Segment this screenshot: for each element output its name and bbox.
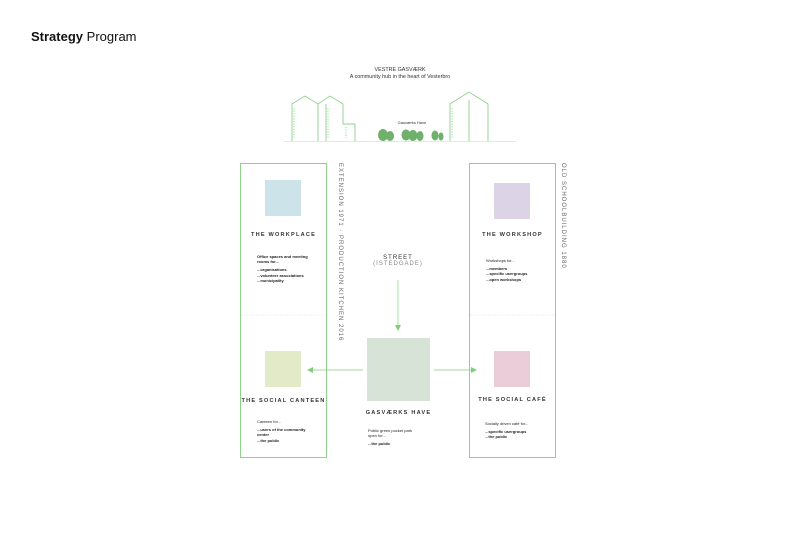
garden-description: Public green pocket park open for... ...… [368, 428, 413, 447]
canteen-description: Canteen for... ...users of the community… [257, 419, 306, 443]
workplace-description: Office spaces and meeting rooms for... .… [257, 254, 308, 283]
street-label: STREET (ISTEDGADE) [368, 255, 428, 267]
workshop-color-square [494, 183, 530, 219]
street-subtitle: (ISTEDGADE) [373, 261, 423, 267]
right-panel [469, 163, 556, 458]
right-building [449, 91, 489, 141]
canteen-title: THE SOCIAL CANTEEN [241, 398, 326, 404]
canteen-color-square [265, 351, 301, 387]
page-title: Strategy Program [31, 29, 137, 44]
workshop-title: THE WORKSHOP [482, 232, 543, 238]
workplace-title: THE WORKPLACE [250, 232, 316, 238]
garden-color-square [367, 338, 430, 401]
street-title: STREET [383, 255, 413, 261]
park-label: Gasværks Have [398, 120, 427, 125]
workplace-color-square [265, 180, 301, 216]
hero-name: VESTRE GASVÆRK [374, 67, 426, 73]
elevation-drawing: Gasværks Have [284, 91, 516, 142]
workshop-description: Workshops for... ...members ...specific … [486, 258, 528, 282]
trees [378, 129, 444, 141]
left-building-a [291, 95, 319, 141]
cafe-color-square [494, 351, 530, 387]
hero-subtitle: A community hub in the heart of Vesterbr… [349, 74, 451, 80]
left-building-b [317, 95, 356, 141]
hero-caption: VESTRE GASVÆRK A community hub in the he… [300, 67, 500, 81]
left-panel [240, 163, 327, 458]
garden-title: GASVÆRKS HAVE [365, 410, 432, 416]
cafe-title: THE SOCIAL CAFÉ [478, 397, 547, 403]
cafe-description: Socially driven café for... ...specific … [485, 421, 529, 440]
